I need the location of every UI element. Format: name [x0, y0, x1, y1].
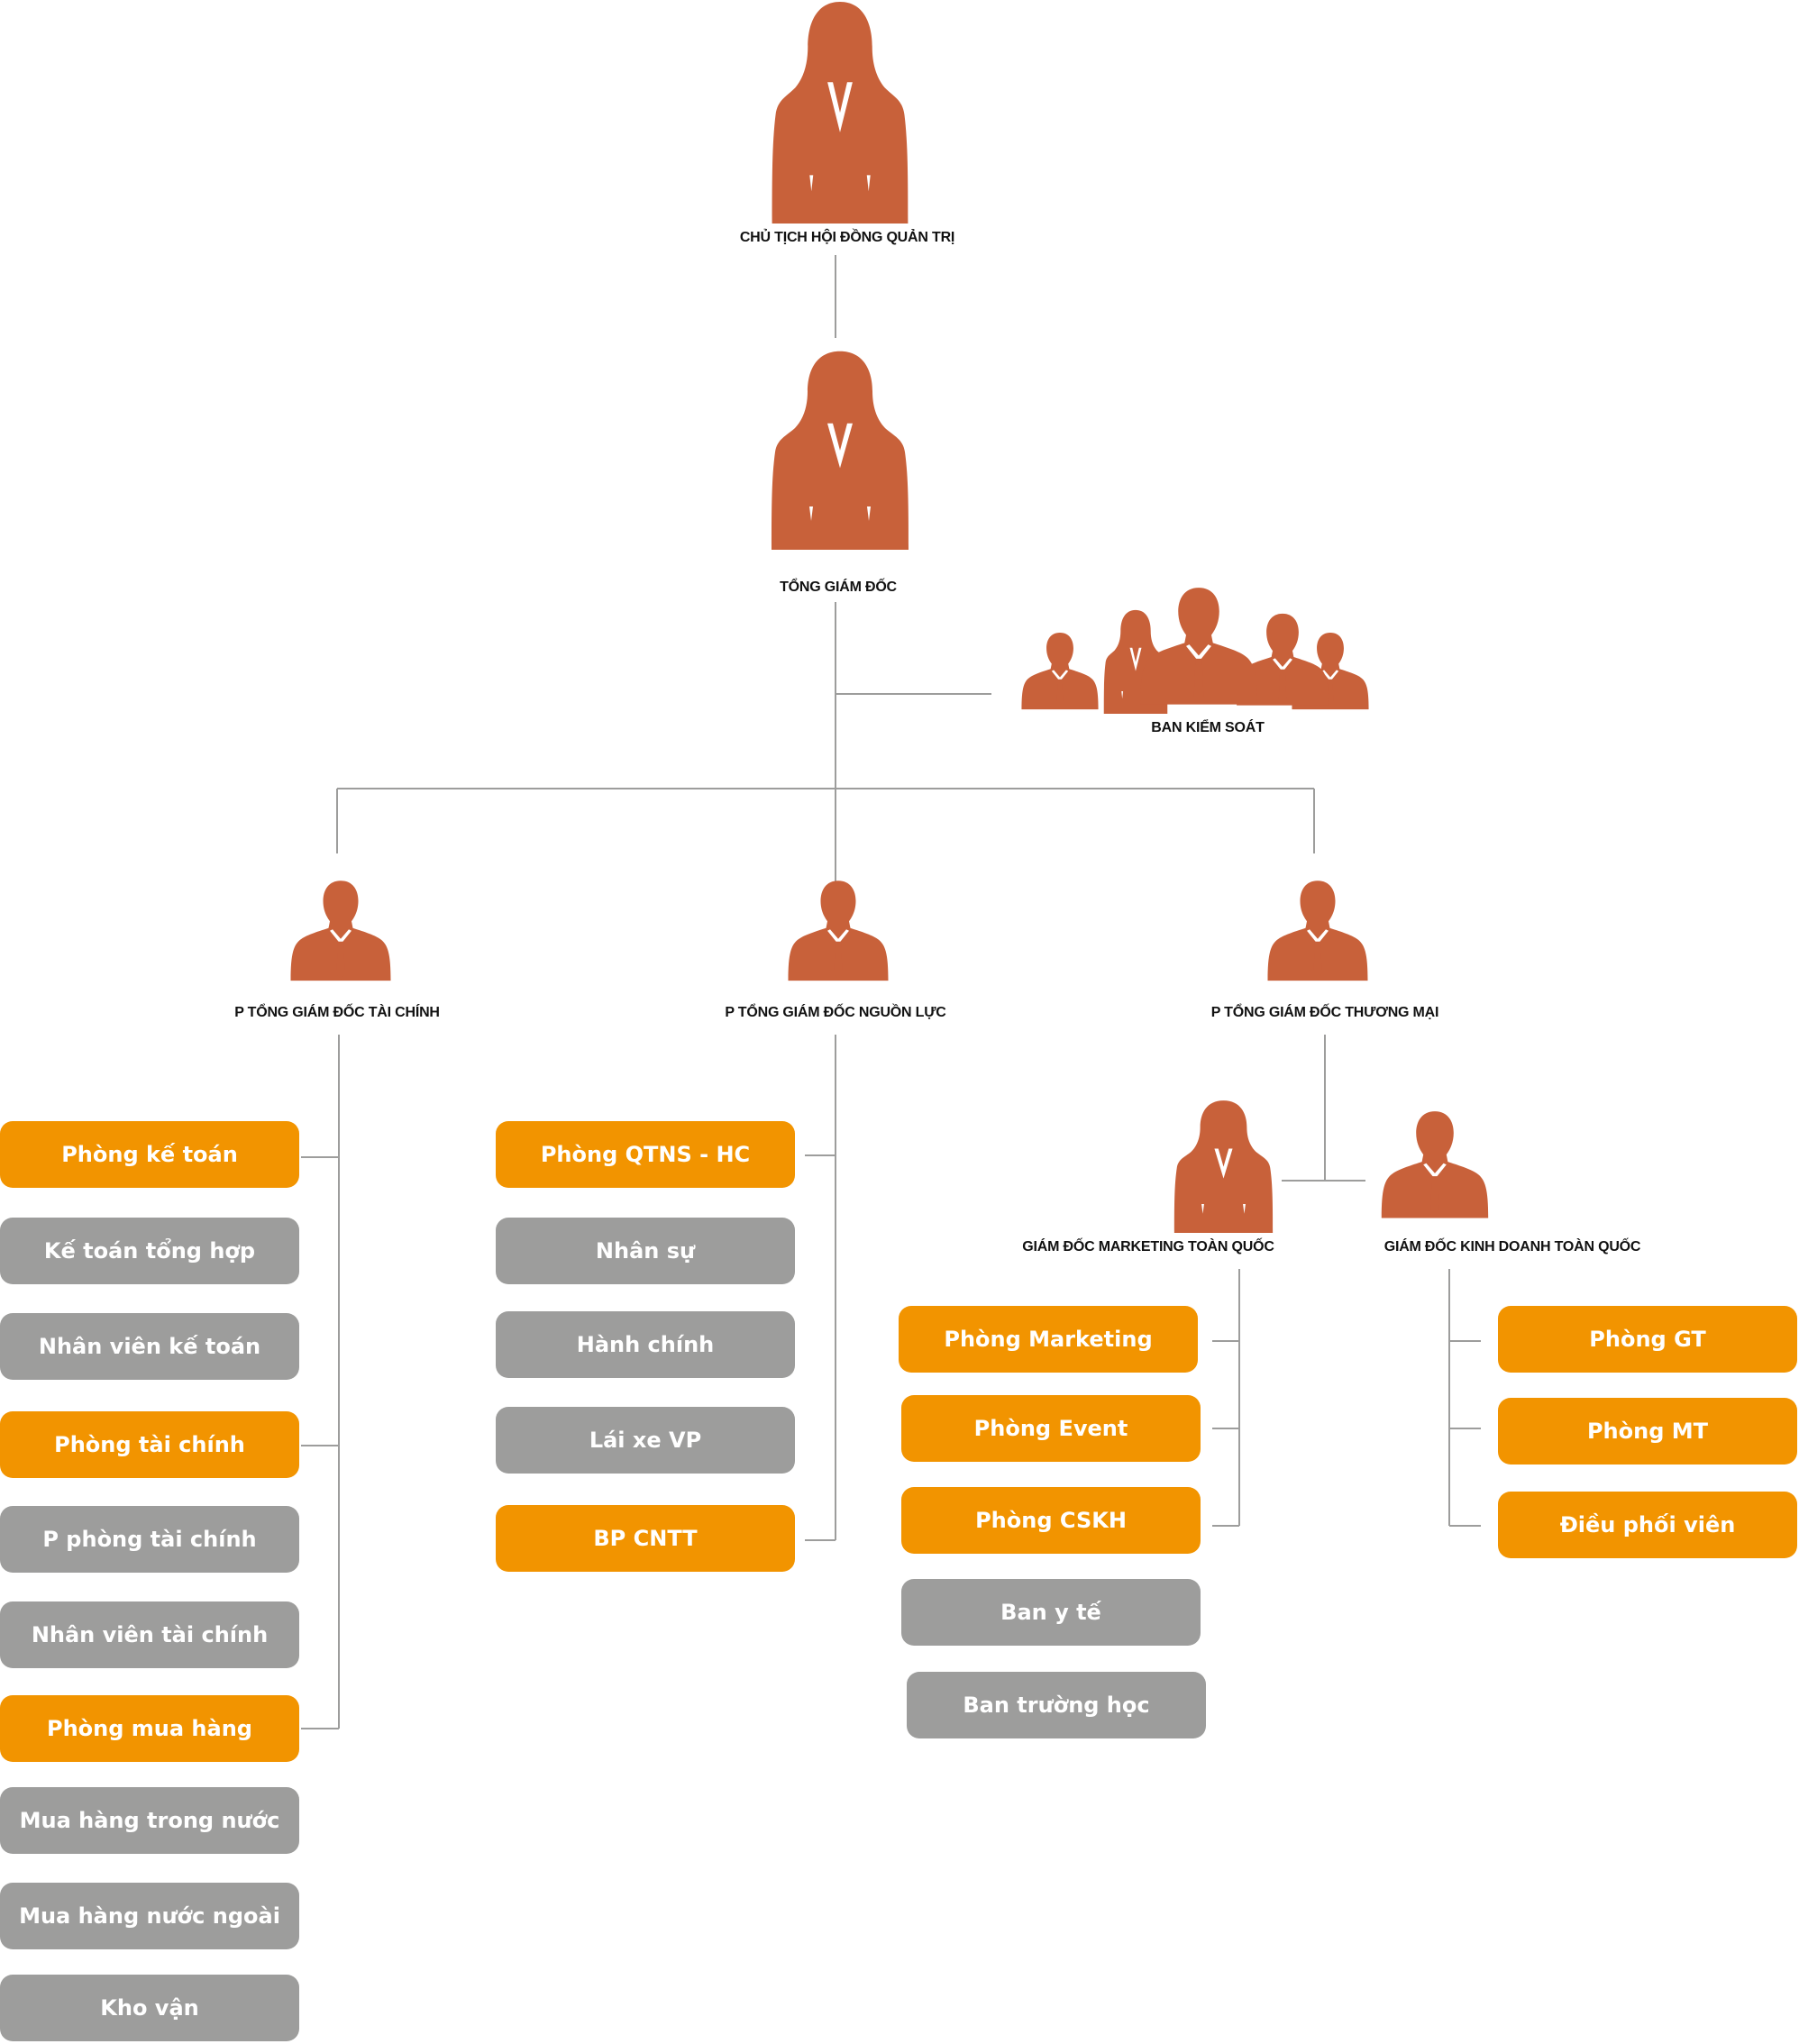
dept-box-finance-5: P phòng tài chính: [0, 1506, 299, 1573]
woman-silhouette-icon: [287, 863, 395, 997]
woman-silhouette-icon: [768, 350, 912, 550]
woman-silhouette-icon: [1172, 1100, 1275, 1233]
chairman-label: CHỦ TỊCH HỘI ĐỒNG QUẢN TRỊ: [739, 230, 955, 245]
dir-sales-label: GIÁM ĐỐC KINH DOANH TOÀN QUỐC: [1383, 1239, 1641, 1255]
ceo-label: TỔNG GIÁM ĐỐC: [780, 579, 897, 595]
man-silhouette-icon: [1377, 1095, 1493, 1233]
dept-box-sales-2: Phòng MT: [1498, 1398, 1797, 1465]
dept-box-sales-1: Phòng GT: [1498, 1306, 1797, 1373]
dept-box-finance-7: Phòng mua hàng: [0, 1695, 299, 1762]
dept-box-finance-1: Phòng kế toán: [0, 1121, 299, 1188]
vp-finance-label: P TỔNG GIÁM ĐỐC TÀI CHÍNH: [234, 1005, 440, 1020]
dept-box-finance-8: Mua hàng trong nước: [0, 1787, 299, 1854]
woman-silhouette-icon: [768, 0, 912, 224]
dept-box-finance-3: Nhân viên kế toán: [0, 1313, 299, 1380]
vp-resources-label: P TỔNG GIÁM ĐỐC NGUỒN LỰC: [725, 1005, 946, 1020]
dept-box-marketing-4: Ban y tế: [901, 1579, 1201, 1646]
dept-box-resources-2: Nhân sự: [496, 1218, 795, 1284]
dept-box-marketing-5: Ban trường học: [907, 1672, 1206, 1738]
group-silhouette-icon: [1021, 588, 1369, 714]
dir-marketing-label: GIÁM ĐỐC MARKETING TOÀN QUỐC: [1022, 1239, 1274, 1255]
dept-box-sales-3: Điều phối viên: [1498, 1492, 1797, 1558]
dept-box-finance-10: Kho vận: [0, 1975, 299, 2041]
dept-box-marketing-2: Phòng Event: [901, 1395, 1201, 1462]
dept-box-finance-2: Kế toán tổng hợp: [0, 1218, 299, 1284]
vp-commerce-label: P TỔNG GIÁM ĐỐC THƯƠNG MẠI: [1210, 1005, 1439, 1020]
dept-box-resources-3: Hành chính: [496, 1311, 795, 1378]
dept-box-marketing-3: Phòng CSKH: [901, 1487, 1201, 1554]
dept-box-resources-1: Phòng QTNS - HC: [496, 1121, 795, 1188]
dept-box-finance-6: Nhân viên tài chính: [0, 1601, 299, 1668]
connector-group: [301, 255, 1481, 1729]
man-silhouette-icon: [784, 863, 892, 997]
control-label: BAN KIỂM SOÁT: [1151, 720, 1265, 735]
dept-box-resources-4: Lái xe VP: [496, 1407, 795, 1474]
dept-box-marketing-1: Phòng Marketing: [899, 1306, 1198, 1373]
dept-box-finance-9: Mua hàng nước ngoài: [0, 1883, 299, 1949]
dept-box-resources-5: BP CNTT: [496, 1505, 795, 1572]
dept-box-finance-4: Phòng tài chính: [0, 1411, 299, 1478]
man-silhouette-icon: [1264, 863, 1372, 997]
